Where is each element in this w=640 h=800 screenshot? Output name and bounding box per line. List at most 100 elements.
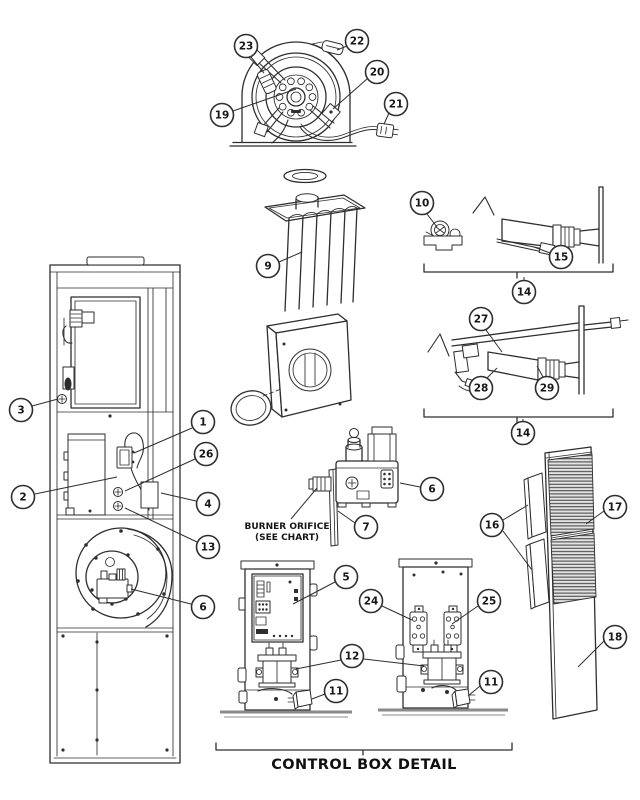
mount-bracket-20 xyxy=(321,103,341,123)
svg-text:7: 7 xyxy=(362,522,369,534)
callout-22: 22 xyxy=(336,28,370,54)
svg-text:28: 28 xyxy=(474,383,489,395)
cabinet-blower-scroll xyxy=(75,527,173,628)
bracket-14-bottom xyxy=(423,408,614,424)
callout-24: 24 xyxy=(358,588,413,621)
svg-text:16: 16 xyxy=(485,520,500,532)
top-plate xyxy=(264,193,366,222)
heat-exchanger-assembly xyxy=(230,168,366,426)
svg-text:11: 11 xyxy=(329,686,344,698)
component-11-left xyxy=(274,689,313,710)
louver-section-bottom-17 xyxy=(550,532,597,605)
burner-orifice-fitting xyxy=(308,476,332,492)
callout-25: 25 xyxy=(451,588,502,625)
callout-1: 1 xyxy=(133,409,216,454)
blower-assembly xyxy=(229,40,399,147)
svg-text:22: 22 xyxy=(350,36,365,48)
cover-plate-4 xyxy=(140,481,159,509)
callout-21: 21 xyxy=(383,91,409,125)
callout-6: 6 xyxy=(130,588,216,620)
svg-text:20: 20 xyxy=(370,67,385,79)
svg-text:13: 13 xyxy=(201,542,216,554)
callout-17: 17 xyxy=(585,494,628,525)
callout-10: 10 xyxy=(409,190,438,228)
callout-11: 11 xyxy=(311,678,349,704)
svg-text:27: 27 xyxy=(474,314,489,326)
burner-box xyxy=(266,313,352,418)
burner-orifice-label: BURNER ORIFICE (SEE CHART) xyxy=(244,487,330,543)
burner-orifice-text-2: (SEE CHART) xyxy=(255,533,319,543)
svg-text:4: 4 xyxy=(204,499,211,511)
motor-wire-harness xyxy=(271,119,379,144)
screw-13 xyxy=(113,501,123,511)
control-box-detail-bracket: CONTROL BOX DETAIL xyxy=(215,742,513,773)
callout-4: 4 xyxy=(160,491,221,517)
gas-valve-body xyxy=(335,460,399,508)
gas-valve-in-cabinet xyxy=(96,568,133,604)
circuit-board-5 xyxy=(251,573,304,643)
svg-text:24: 24 xyxy=(364,596,379,608)
callout-14: 14 xyxy=(510,419,536,446)
svg-text:6: 6 xyxy=(428,484,435,496)
filter-panel-lower-16 xyxy=(525,538,550,610)
door-latch-top xyxy=(62,309,95,346)
svg-text:18: 18 xyxy=(608,632,623,644)
capacitor-23 xyxy=(256,69,277,95)
gasket-ring xyxy=(230,390,272,426)
transformer-left-12 xyxy=(255,642,299,688)
callout-29: 29 xyxy=(534,365,560,401)
burner-cone-bottom xyxy=(487,351,580,381)
svg-text:14: 14 xyxy=(517,287,532,299)
svg-text:2: 2 xyxy=(19,492,26,504)
gasket-dash-line xyxy=(262,388,282,397)
callout-11: 11 xyxy=(467,669,504,697)
callout-12: 12 xyxy=(295,643,425,670)
svg-text:1: 1 xyxy=(199,417,206,429)
cabinet xyxy=(49,256,181,764)
svg-text:15: 15 xyxy=(554,252,569,264)
gas-valve-detail: BURNER ORIFICE (SEE CHART) xyxy=(244,426,399,547)
callout-6: 6 xyxy=(399,476,445,502)
svg-text:26: 26 xyxy=(199,449,214,461)
louver-section-top-17 xyxy=(547,453,595,537)
svg-text:6: 6 xyxy=(199,602,206,614)
svg-text:5: 5 xyxy=(342,572,349,584)
supply-tube xyxy=(451,317,629,347)
flue-collar-ring xyxy=(283,168,327,184)
svg-text:14: 14 xyxy=(516,428,531,440)
burner-orifice-text-1: BURNER ORIFICE xyxy=(244,522,329,532)
bracket-14-top xyxy=(423,263,614,279)
motor-mount-legs xyxy=(248,49,335,138)
filter-panel-upper-16 xyxy=(523,472,547,540)
callout-13: 13 xyxy=(124,507,221,560)
callout-16: 16 xyxy=(479,504,533,571)
limit-switch-24 xyxy=(409,605,428,653)
burner-assembly-bottom xyxy=(423,305,629,424)
svg-text:21: 21 xyxy=(389,99,404,111)
svg-text:3: 3 xyxy=(17,405,24,417)
heat-exchanger-door xyxy=(57,296,141,409)
svg-text:19: 19 xyxy=(215,110,230,122)
component-11-right xyxy=(421,688,476,709)
door-latch-bottom xyxy=(62,366,75,391)
callout-3: 3 xyxy=(8,397,59,423)
svg-text:17: 17 xyxy=(608,502,623,514)
door-panel-assembly xyxy=(523,446,598,720)
svg-text:29: 29 xyxy=(540,383,555,395)
callout-2: 2 xyxy=(10,476,118,510)
callout-18: 18 xyxy=(577,624,628,668)
callout-19: 19 xyxy=(209,88,297,128)
burner-tube-top xyxy=(472,196,600,249)
callout-14: 14 xyxy=(511,277,537,305)
clip-22 xyxy=(321,40,344,56)
svg-text:23: 23 xyxy=(239,41,254,53)
callout-7: 7 xyxy=(337,510,379,540)
callout-5: 5 xyxy=(292,564,359,605)
burner-orifice-arrow xyxy=(290,487,318,520)
control-box-detail-label: CONTROL BOX DETAIL xyxy=(271,757,457,773)
callout-23: 23 xyxy=(233,33,265,74)
callout-27: 27 xyxy=(468,306,503,353)
